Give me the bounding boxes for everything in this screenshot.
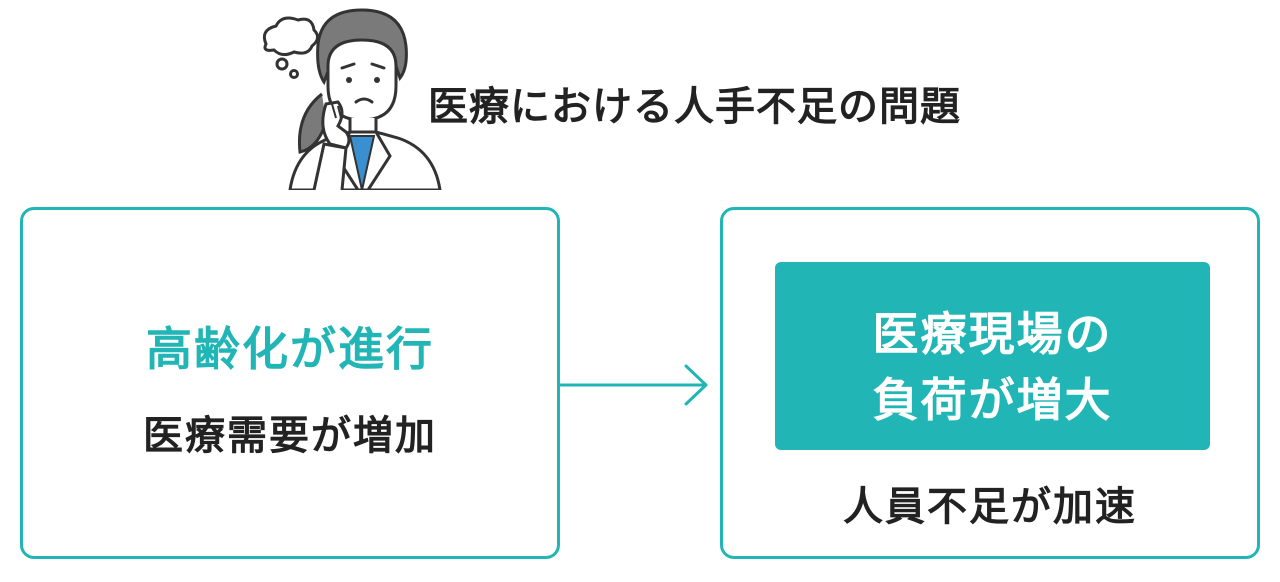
cause-box: 高齢化が進行 医療需要が増加 — [20, 207, 560, 559]
worried-doctor-icon — [262, 8, 442, 190]
effect-subtext: 人員不足が加速 — [843, 484, 1137, 530]
effect-highlight: 医療現場の 負荷が増大 — [775, 262, 1210, 450]
cause-heading: 高齢化が進行 — [146, 322, 434, 376]
page-title: 医療における人手不足の問題 — [428, 84, 961, 130]
effect-box: 医療現場の 負荷が増大 人員不足が加速 — [720, 207, 1260, 559]
right-arrow-icon — [558, 364, 708, 406]
effect-highlight-line2: 負荷が増大 — [872, 373, 1113, 427]
cause-subtext: 医療需要が増加 — [143, 413, 437, 459]
effect-highlight-line1: 医療現場の — [872, 307, 1113, 361]
